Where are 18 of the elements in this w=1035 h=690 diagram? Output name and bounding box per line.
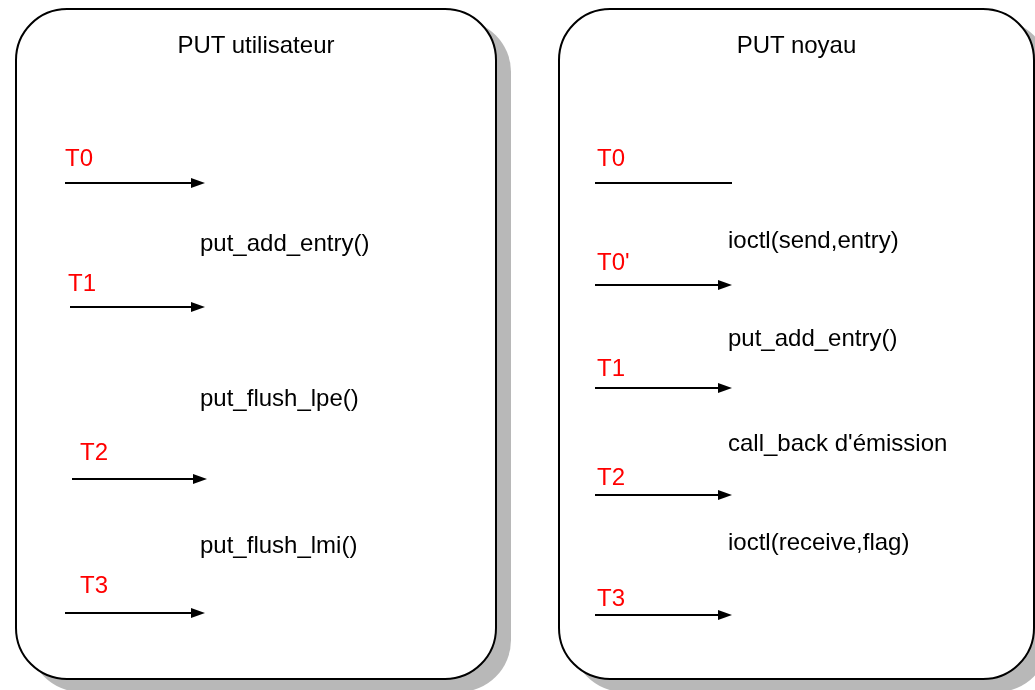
function-call: put_add_entry()	[200, 229, 370, 257]
function-call: ioctl(receive,flag)	[728, 528, 910, 556]
time-mark: T1	[68, 269, 96, 297]
time-mark: T0	[65, 144, 93, 172]
time-mark: T0'	[597, 248, 630, 276]
panel-title: PUT utilisateur	[176, 31, 336, 59]
time-mark: T0	[597, 144, 625, 172]
time-mark: T2	[597, 463, 625, 491]
function-call: call_back d'émission	[728, 429, 948, 457]
panel-title: PUT noyau	[735, 31, 858, 59]
time-mark: T2	[80, 438, 108, 466]
function-call: put_flush_lpe()	[200, 384, 359, 412]
function-call: put_flush_lmi()	[200, 531, 358, 559]
function-call: ioctl(send,entry)	[728, 226, 899, 254]
time-mark: T3	[80, 571, 108, 599]
time-mark: T3	[597, 584, 625, 612]
time-mark: T1	[597, 354, 625, 382]
function-call: put_add_entry()	[728, 324, 898, 352]
